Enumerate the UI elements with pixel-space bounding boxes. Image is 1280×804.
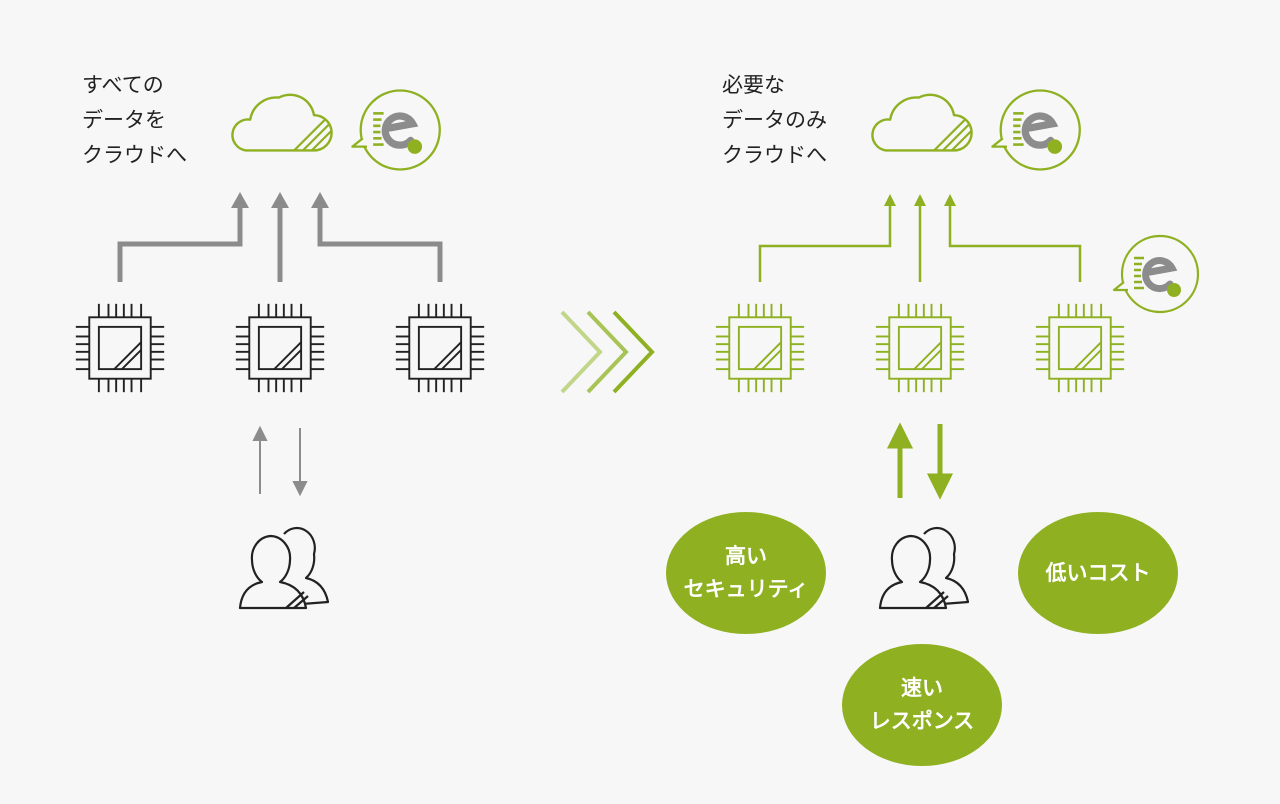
benefit-response: 速い レスポンス [842,644,1002,766]
chip-icon [714,302,806,394]
arrowheads-gray [231,192,329,208]
benefit-security: 高い セキュリティ [666,512,826,634]
cloud-icon [871,93,973,152]
edge-logo-icon [1114,236,1198,312]
users-icon [238,526,330,610]
chip-icon [394,302,486,394]
arrowheads-green [884,194,956,206]
users-icon [878,526,970,610]
upload-arrows-all [117,208,443,282]
chip-icon [874,302,966,394]
user-data-arrows [252,425,308,497]
right-caption: 必要な データのみ クラウドへ [722,73,827,167]
user-data-arrows-fast [886,422,954,500]
cloud-icon [231,93,333,152]
left-caption: すべての データを クラウドへ [82,73,187,167]
chip-icon [74,302,166,394]
chip-icon [1034,302,1126,394]
edge-logo-icon [352,90,439,169]
benefit-cost: 低いコスト [1018,512,1178,634]
upload-arrows-selected [758,206,1082,282]
chip-icon [234,302,326,394]
chevron-right-icon [560,310,655,394]
edge-logo-icon [992,90,1079,169]
